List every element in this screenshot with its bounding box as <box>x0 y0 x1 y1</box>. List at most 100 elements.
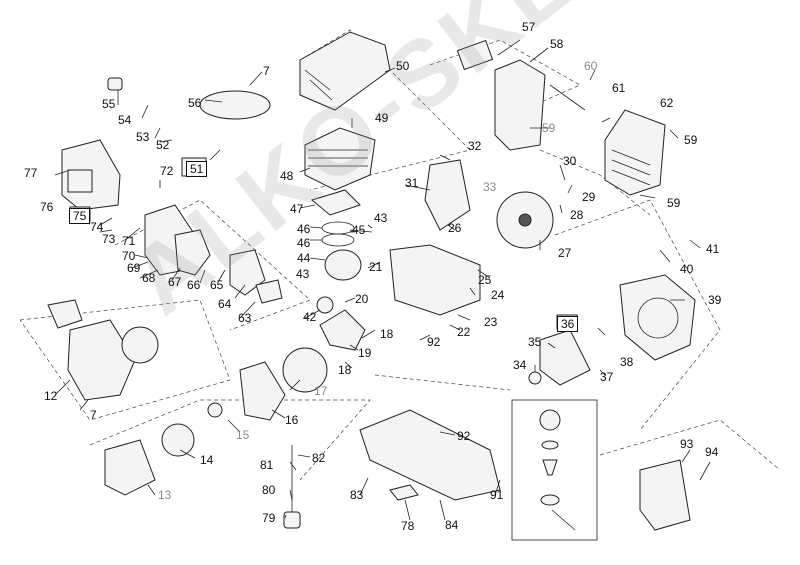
cover-93-frame <box>599 419 781 471</box>
label-50: 50 <box>396 59 410 73</box>
bolt-60 <box>549 84 586 111</box>
muffler-cover-vents <box>611 149 651 186</box>
leader-lines <box>54 39 711 521</box>
label-81: 81 <box>260 458 274 472</box>
box-91 <box>511 399 598 541</box>
label-59b: 59 <box>684 133 698 147</box>
label-13: 13 <box>158 488 172 502</box>
gasket-47 <box>310 189 361 216</box>
ring-46a <box>321 221 355 235</box>
label-27: 27 <box>558 246 572 260</box>
label-72: 72 <box>160 164 174 178</box>
crankcase-21 <box>389 244 481 316</box>
starter-handle <box>47 299 83 329</box>
part-14 <box>161 423 195 457</box>
label-57: 57 <box>522 20 536 34</box>
label-42: 42 <box>303 310 317 324</box>
tank-56 <box>199 90 271 120</box>
label-71: 71 <box>122 234 136 248</box>
label-68: 68 <box>142 271 156 285</box>
muffler-58 <box>494 59 546 151</box>
label-52: 52 <box>156 138 170 152</box>
label-56: 56 <box>188 96 202 110</box>
label-46a: 46 <box>297 222 311 236</box>
label-39: 39 <box>708 293 722 307</box>
cup-17 <box>282 347 328 393</box>
label-51: 51 <box>186 161 208 177</box>
label-55: 55 <box>102 97 116 111</box>
label-84: 84 <box>445 518 459 532</box>
starter-pulley <box>121 326 159 364</box>
gasket-13 <box>104 439 156 496</box>
label-49: 49 <box>375 111 389 125</box>
label-83: 83 <box>350 488 364 502</box>
flywheel-hub <box>518 213 532 227</box>
air-filter-grid <box>67 169 93 193</box>
pin-45 <box>349 229 373 233</box>
label-32: 32 <box>468 139 482 153</box>
label-23: 23 <box>484 315 498 329</box>
label-79: 79 <box>262 511 276 525</box>
cap-55 <box>107 77 123 91</box>
bearing-42 <box>316 296 334 314</box>
label-78: 78 <box>401 519 415 533</box>
label-59c: 59 <box>667 196 681 210</box>
part-91-ring <box>540 494 560 506</box>
label-53: 53 <box>136 130 150 144</box>
label-47: 47 <box>290 202 304 216</box>
label-58: 58 <box>550 37 564 51</box>
label-74: 74 <box>90 220 104 234</box>
label-18b: 18 <box>338 363 352 377</box>
carburetor-67 <box>174 229 211 276</box>
label-25: 25 <box>478 273 492 287</box>
ignition-coil-31 <box>424 159 471 231</box>
label-17: 17 <box>314 384 328 398</box>
label-67: 67 <box>168 275 182 289</box>
label-35: 35 <box>528 335 542 349</box>
label-14: 14 <box>200 453 214 467</box>
label-59a: 59 <box>542 121 556 135</box>
cylinder-48 <box>304 127 376 191</box>
cover-93 <box>639 459 691 531</box>
washer-15 <box>207 402 223 418</box>
fan-cover-frame <box>554 199 721 431</box>
handle-group-frame <box>374 374 511 391</box>
label-34: 34 <box>513 358 527 372</box>
label-38: 38 <box>620 355 634 369</box>
label-29: 29 <box>582 190 596 204</box>
shroud-50-ribs <box>304 69 333 101</box>
label-75: 75 <box>69 208 91 224</box>
label-60: 60 <box>584 59 598 73</box>
fuel-filter-79 <box>283 511 301 529</box>
handle-84 <box>359 409 501 501</box>
label-7a: 7 <box>263 64 270 78</box>
label-44: 44 <box>297 251 311 265</box>
ring-46b <box>321 233 355 247</box>
label-93: 93 <box>680 437 694 451</box>
label-45: 45 <box>352 223 366 237</box>
recoil-frame <box>539 149 651 216</box>
crankcase-lower-frame <box>89 399 371 481</box>
muffler-cover-62 <box>604 109 666 196</box>
label-91: 91 <box>490 488 504 502</box>
label-30: 30 <box>563 154 577 168</box>
insulator-64 <box>229 249 266 296</box>
fan-cover-39 <box>619 274 696 361</box>
crankshaft-19 <box>319 309 366 351</box>
housing-16 <box>239 361 286 421</box>
label-64: 64 <box>218 297 232 311</box>
label-61: 61 <box>612 81 626 95</box>
label-19: 19 <box>358 346 372 360</box>
label-63: 63 <box>238 311 252 325</box>
label-28: 28 <box>570 208 584 222</box>
label-69: 69 <box>127 261 141 275</box>
part-91-top <box>539 409 561 431</box>
label-21: 21 <box>369 260 383 274</box>
cylinder-group-frame <box>299 29 471 191</box>
label-54: 54 <box>118 113 132 127</box>
fan-cover-opening <box>637 297 679 339</box>
label-18a: 18 <box>380 327 394 341</box>
label-15: 15 <box>236 428 250 442</box>
label-43a: 43 <box>374 211 388 225</box>
label-70: 70 <box>122 249 136 263</box>
